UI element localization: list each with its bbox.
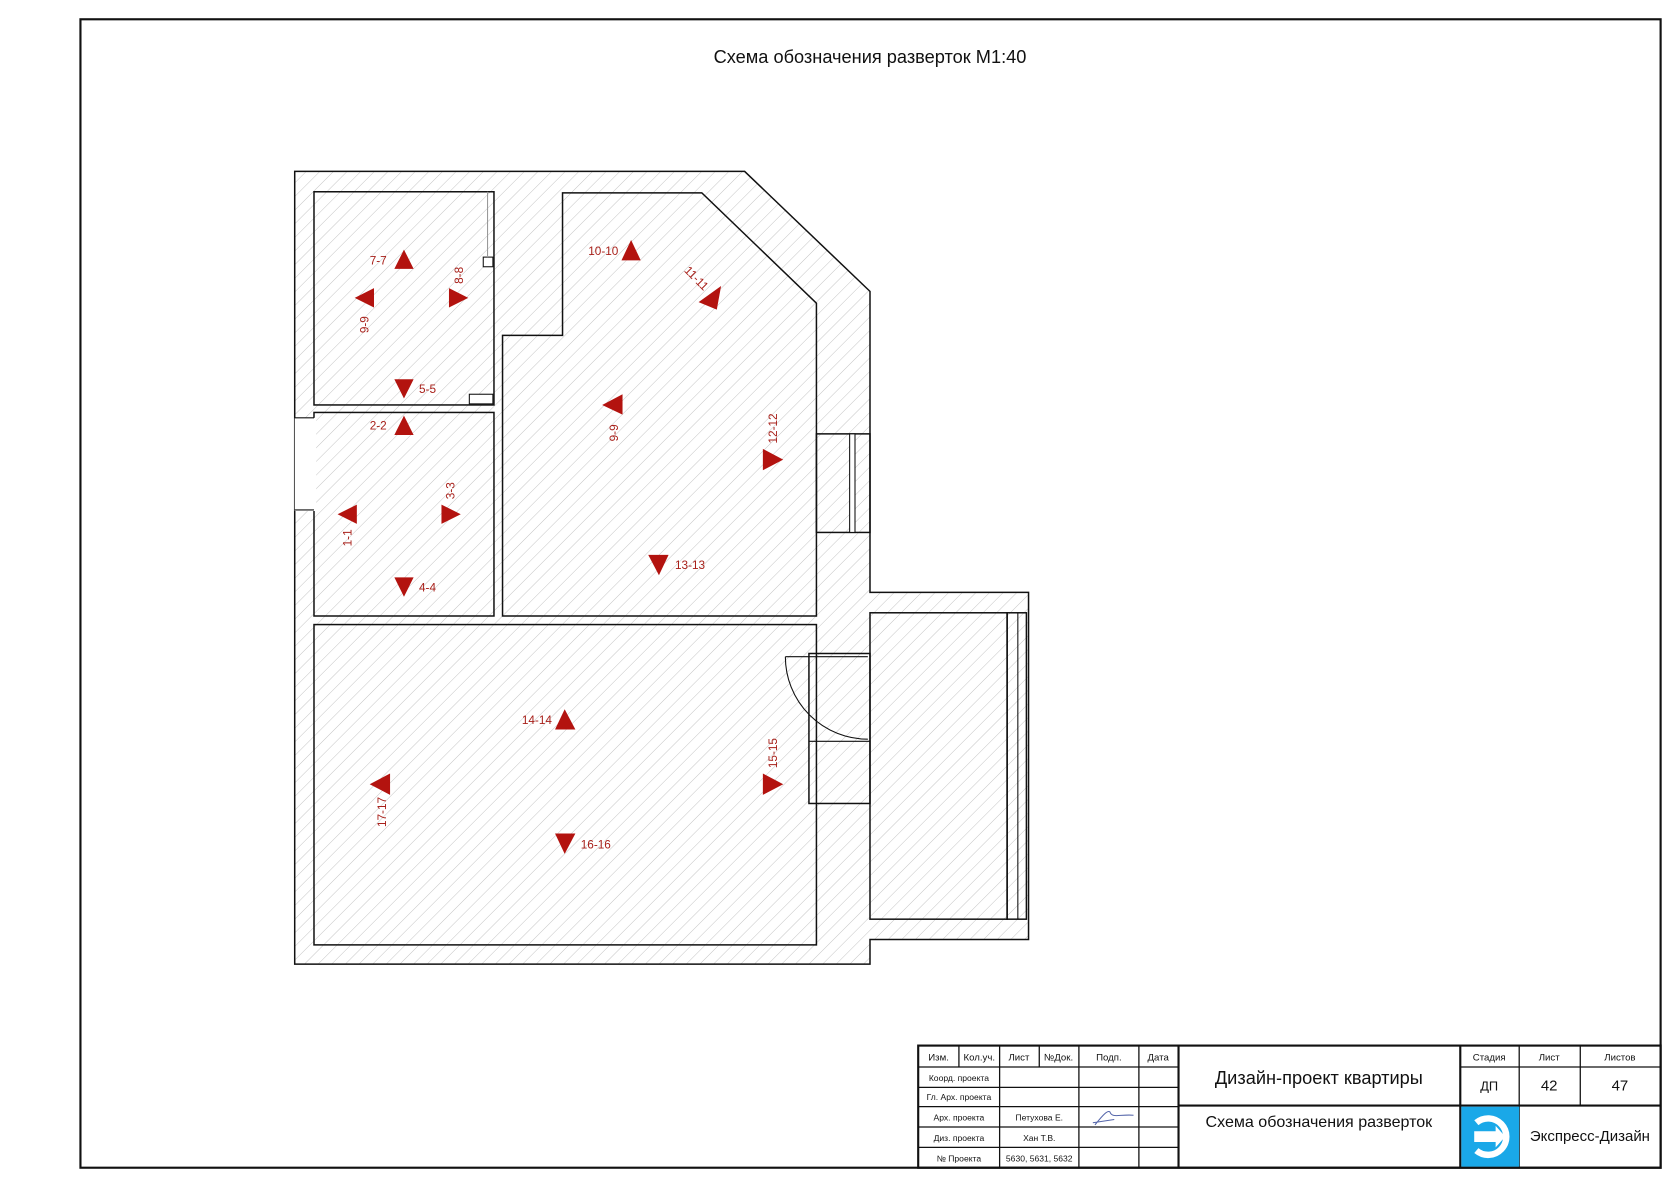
marker-left — [369, 773, 391, 795]
row-name: 5630, 5631, 5632 — [1006, 1153, 1073, 1163]
marker-right — [762, 773, 784, 795]
living-window — [815, 433, 871, 534]
marker-label: 3-3 — [444, 482, 457, 499]
marker-label: 2-2 — [370, 420, 387, 433]
marker-label: 10-10 — [588, 245, 619, 258]
sheet-number: 42 — [1541, 1078, 1558, 1095]
balcony-window — [1006, 612, 1028, 920]
marker-label: 1-1 — [341, 529, 354, 546]
marker-label: 12-12 — [767, 413, 780, 443]
row-name: Хан Т.В. — [1023, 1133, 1055, 1143]
room-bedroom — [313, 623, 818, 946]
marker-label: 9-9 — [608, 424, 621, 441]
marker-left — [337, 504, 357, 524]
header-list: Лист — [1008, 1053, 1030, 1064]
elevation-markers: 7-7 9-9 8-8 5-5 2-2 1-1 3-3 4-4 10-10 11… — [337, 239, 784, 854]
marker-down — [555, 833, 576, 854]
header-kol-uch: Кол.уч. — [963, 1053, 995, 1064]
marker-right — [441, 504, 461, 524]
marker-label: 17-17 — [376, 797, 389, 827]
sheet-title: Схема обозначения разверток М1:40 — [714, 47, 1027, 67]
row-name: Петухова Е. — [1015, 1113, 1063, 1123]
marker-up — [555, 709, 576, 730]
header-date: Дата — [1148, 1053, 1170, 1064]
marker-diagonal — [698, 286, 722, 310]
marker-label: 5-5 — [419, 383, 436, 396]
marker-right — [762, 448, 784, 471]
marker-left — [354, 288, 374, 308]
room-living — [501, 192, 818, 617]
company-logo — [1461, 1106, 1520, 1167]
marker-label: 13-13 — [675, 559, 706, 572]
room-bathroom — [313, 191, 495, 406]
marker-label: 7-7 — [370, 255, 387, 268]
project-title: Дизайн-проект квартиры — [1215, 1068, 1423, 1088]
marker-label: 16-16 — [581, 838, 612, 851]
marker-right — [448, 288, 469, 308]
marker-up — [394, 249, 414, 269]
company-name: Экспресс-Дизайн — [1530, 1128, 1650, 1145]
marker-down — [394, 379, 414, 399]
room-hallway — [313, 411, 495, 617]
stage-label: Стадия — [1473, 1053, 1506, 1064]
marker-up — [621, 239, 641, 261]
door-swing-arc — [784, 656, 868, 740]
row-role: Гл. Арх. проекта — [927, 1092, 992, 1102]
sheets-label: Листов — [1604, 1053, 1635, 1064]
marker-label: 9-9 — [359, 316, 372, 333]
signature — [1092, 1110, 1134, 1126]
header-izm: Изм. — [928, 1053, 949, 1064]
marker-left — [602, 394, 623, 415]
marker-up — [394, 415, 414, 435]
header-doc: №Док. — [1044, 1053, 1073, 1064]
marker-label: 4-4 — [419, 581, 436, 594]
row-role: Коорд. проекта — [929, 1073, 989, 1083]
marker-label: 8-8 — [453, 266, 466, 283]
sheet-label: Лист — [1539, 1053, 1561, 1064]
balcony-door-opening — [808, 652, 871, 805]
marker-label: 14-14 — [522, 714, 553, 727]
row-role: Арх. проекта — [934, 1113, 985, 1123]
marker-down — [394, 577, 414, 597]
title-block: Изм. Кол.уч. Лист №Док. Подп. Дата Коорд… — [917, 1044, 1662, 1169]
row-role: Диз. проекта — [934, 1133, 985, 1143]
marker-down — [648, 554, 669, 576]
entry-door-gap — [294, 417, 317, 512]
header-sign: Подп. — [1096, 1053, 1122, 1064]
sheet-frame — [79, 18, 1662, 1169]
sheets-total: 47 — [1612, 1078, 1629, 1095]
sheet-name: Схема обозначения разверток — [1206, 1113, 1434, 1131]
row-role: № Проекта — [937, 1153, 982, 1163]
stage-value: ДП — [1480, 1079, 1498, 1094]
marker-label: 15-15 — [767, 738, 780, 769]
